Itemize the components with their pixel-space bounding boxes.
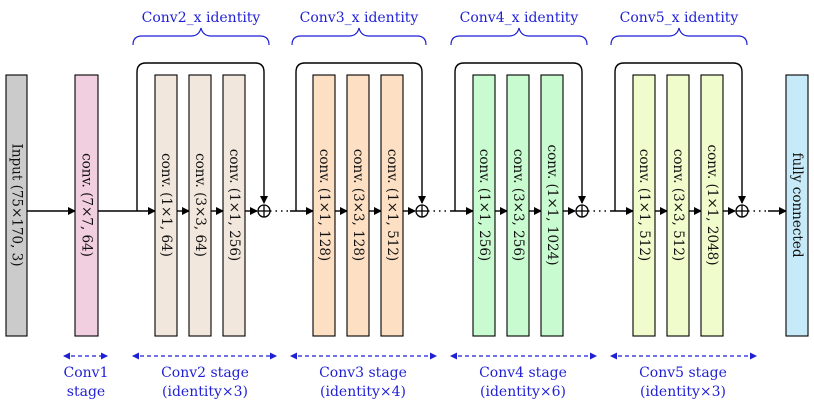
conv5-block-1 [632, 74, 656, 337]
conv5-block-2-label: conv. (3×3, 512) [670, 149, 686, 261]
conv5-block-2 [666, 74, 690, 337]
conv3-block-2 [346, 74, 370, 337]
identity-label-conv3: Conv3_x identity [300, 10, 419, 26]
conv1-label: conv. (7×7, 64) [79, 153, 95, 257]
skip-connections [136, 62, 746, 211]
conv4-block-3-label: conv. (1×1, 1024) [544, 145, 560, 266]
stage-label-conv2-line1: Conv2 stage [161, 365, 249, 381]
stage-label-conv4-line1: Conv4 stage [479, 365, 567, 381]
conv4-block-2-label: conv. (3×3, 256) [510, 149, 526, 261]
stage-label-conv5-line1: Conv5 stage [639, 365, 727, 381]
identity-labels: Conv2_x identity Conv3_x identity Conv4_… [142, 10, 739, 26]
conv3-block-1-label: conv. (1×1, 128) [316, 149, 332, 261]
conv3-block-1 [312, 74, 336, 337]
sum-node-conv5 [735, 204, 749, 218]
conv2-block-1 [154, 74, 178, 337]
conv1-block [74, 74, 99, 337]
stage-labels: Conv1 stage Conv2 stage (identity×3) Con… [64, 365, 727, 400]
brace-conv2 [132, 27, 270, 46]
stage-label-conv1-line2: stage [67, 384, 105, 400]
fc-label: fully connected [789, 153, 805, 258]
sum-node-conv3 [415, 204, 429, 218]
stage-label-conv2-line2: (identity×3) [162, 384, 248, 400]
conv2-block-3 [222, 74, 246, 337]
stage-label-conv5-line2: (identity×3) [640, 384, 726, 400]
conv3-block-3-label: conv. (1×1, 512) [384, 149, 400, 261]
conv2-block-2 [188, 74, 212, 337]
identity-label-conv4: Conv4_x identity [460, 10, 579, 26]
skip-connection-conv5 [614, 62, 746, 211]
skip-connection-conv4 [454, 62, 586, 211]
stage-label-conv3-line1: Conv3 stage [319, 365, 407, 381]
conv2-block-1-label: conv. (1×1, 64) [158, 153, 174, 257]
blocks [5, 74, 809, 337]
sum-node-conv2 [257, 204, 271, 218]
brace-conv3 [291, 27, 427, 46]
conv5-block-3 [700, 74, 724, 337]
conv3-block-3 [380, 74, 404, 337]
stage-label-conv1-line1: Conv1 [64, 365, 109, 381]
brace-conv4 [450, 27, 588, 46]
sum-node-conv4 [575, 204, 589, 218]
stage-label-conv3-line2: (identity×4) [320, 384, 406, 400]
conv2-block-3-label: conv. (1×1, 256) [226, 149, 242, 261]
conv5-block-3-label: conv. (1×1, 2048) [704, 145, 720, 266]
conv4-block-1 [472, 74, 496, 337]
skip-connection-conv2 [136, 62, 268, 211]
identity-label-conv2: Conv2_x identity [142, 10, 261, 26]
block-labels: Input (75×170, 3) conv. (7×7, 64) conv. … [9, 143, 806, 266]
sum-nodes [257, 204, 749, 218]
skip-connection-conv3 [295, 62, 426, 211]
identity-braces [132, 27, 748, 46]
conv5-block-1-label: conv. (1×1, 512) [636, 149, 652, 261]
stage-label-conv4-line2: (identity×6) [480, 384, 566, 400]
conv4-block-2 [506, 74, 530, 337]
brace-conv5 [610, 27, 748, 46]
conv2-block-2-label: conv. (3×3, 64) [192, 153, 208, 257]
input-label: Input (75×170, 3) [9, 143, 25, 266]
fc-block [785, 74, 809, 337]
conv4-block-1-label: conv. (1×1, 256) [476, 149, 492, 261]
conv3-block-2-label: conv. (3×3, 128) [350, 149, 366, 261]
input-block [5, 74, 28, 337]
conv4-block-3 [540, 74, 564, 337]
identity-label-conv5: Conv5_x identity [620, 10, 739, 26]
